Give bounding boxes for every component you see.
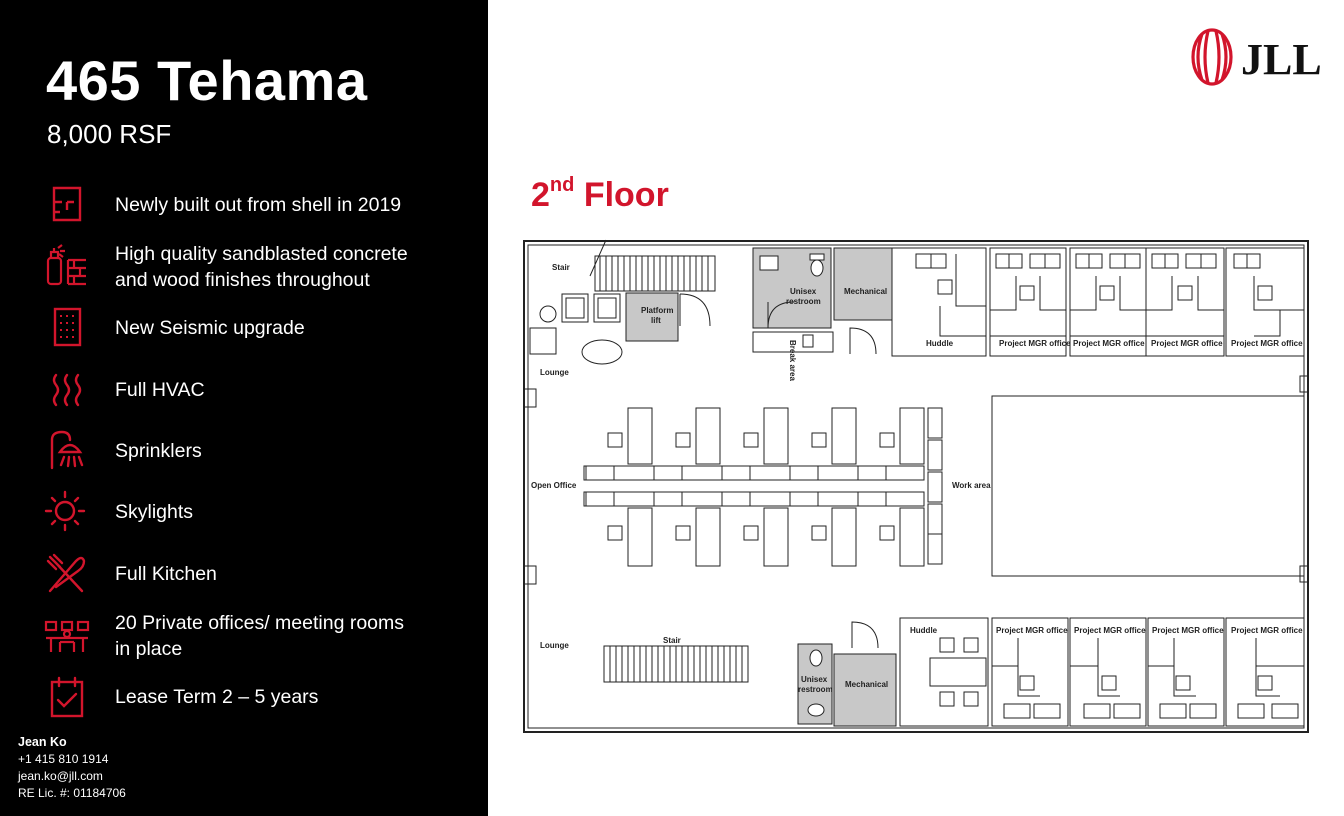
feature-text: High quality sandblasted concrete <box>115 243 408 265</box>
feature-text: in place <box>115 638 183 660</box>
label-lounge-top: Lounge <box>540 368 569 377</box>
label-open-office: Open Office <box>531 481 577 490</box>
heat-waves-icon <box>52 373 82 407</box>
contact-block: Jean Ko +1 415 810 1914 jean.ko@jll.com … <box>18 734 126 802</box>
feature-text: Full HVAC <box>115 379 205 401</box>
feature-text: 20 Private offices/ meeting rooms <box>115 612 405 634</box>
floorplan-icon <box>52 186 82 222</box>
feature-text: Sprinklers <box>115 440 202 462</box>
contact-email[interactable]: jean.ko@jll.com <box>18 769 103 783</box>
label-work-area: Work area <box>952 481 991 490</box>
label-huddle-top: Huddle <box>926 339 954 348</box>
jll-logo: JLL <box>1191 28 1320 86</box>
logo-text: JLL <box>1241 35 1320 84</box>
label-pm-office: Project MGR office <box>1073 339 1145 348</box>
label-platform-lift: Platform <box>641 306 673 315</box>
shower-head-icon <box>50 430 84 470</box>
feature-text: Newly built out from shell in 2019 <box>115 194 402 216</box>
spray-paint-bricks-icon <box>46 244 86 286</box>
label-pm-office: Project MGR office <box>996 626 1068 635</box>
fork-knife-icon <box>46 553 86 593</box>
label-pm-office: Project MGR office <box>1074 626 1146 635</box>
meeting-table-icon <box>44 620 90 652</box>
feature-text: Lease Term 2 – 5 years <box>115 686 319 708</box>
label-pm-office: Project MGR office <box>1152 626 1224 635</box>
contact-license: RE Lic. #: 01184706 <box>18 786 126 800</box>
calendar-check-icon <box>50 676 84 718</box>
label-break-area: Break area <box>788 340 797 381</box>
contact-phone: +1 415 810 1914 <box>18 752 109 766</box>
label-lounge-bottom: Lounge <box>540 641 569 650</box>
sun-icon <box>44 490 86 532</box>
label-mechanical-bottom: Mechanical <box>845 680 888 689</box>
feature-text: Full Kitchen <box>115 563 217 585</box>
label-unisex-bottom: Unisex <box>801 675 828 684</box>
label-restroom-bottom: restroom <box>798 685 833 694</box>
property-size: 8,000 RSF <box>47 119 172 149</box>
label-pm-office: Project MGR office <box>999 339 1071 348</box>
feature-text: and wood finishes throughout <box>115 269 370 291</box>
label-pm-office: Project MGR office <box>1231 626 1303 635</box>
label-pm-office: Project MGR office <box>1151 339 1223 348</box>
floor-suffix: nd <box>549 173 575 196</box>
floor-number: 2 <box>531 176 550 214</box>
label-platform-lift-2: lift <box>651 316 661 325</box>
label-mechanical-top: Mechanical <box>844 287 887 296</box>
feature-text: New Seismic upgrade <box>115 317 305 339</box>
building-grid-icon <box>53 307 82 347</box>
floor-plan: Stair Platform lift Unisex restroom Mech… <box>523 239 1309 733</box>
label-pm-office: Project MGR office <box>1231 339 1303 348</box>
label-stair-top: Stair <box>552 263 570 272</box>
floor-word: Floor <box>583 176 669 214</box>
info-panel: 465 Tehama 8,000 RSF Newly built out fro… <box>0 0 488 816</box>
property-title: 465 Tehama <box>46 49 368 112</box>
label-restroom-top: restroom <box>786 297 821 306</box>
floor-title: 2nd Floor <box>531 173 669 215</box>
feature-text: Skylights <box>115 501 194 523</box>
label-stair-bottom: Stair <box>663 636 681 645</box>
label-unisex-top: Unisex <box>790 287 817 296</box>
contact-name: Jean Ko <box>18 735 67 749</box>
label-huddle-bottom: Huddle <box>910 626 938 635</box>
